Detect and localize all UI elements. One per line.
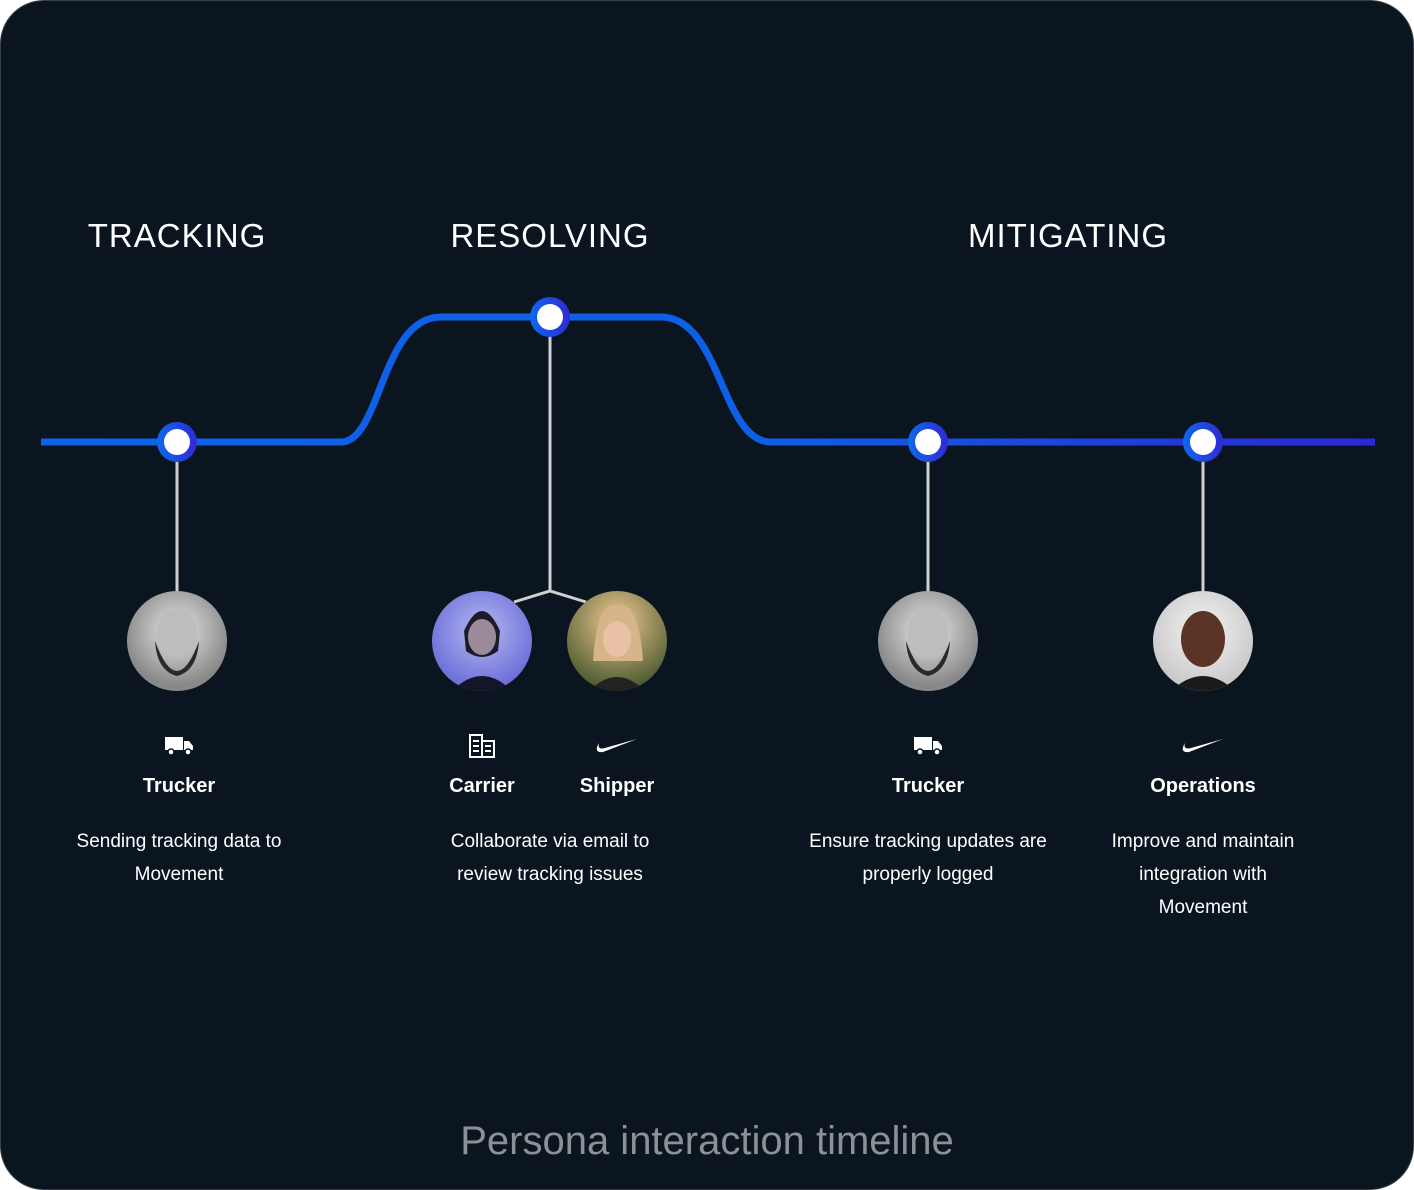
role-label: Trucker [142, 775, 216, 797]
swoosh-logo-icon [596, 739, 637, 753]
timeline-nodes [157, 297, 1223, 462]
node-mitigating-2 [1183, 422, 1223, 462]
role-label: Shipper [579, 775, 655, 797]
phase-title-resolving: RESOLVING [450, 217, 650, 254]
node-tracking [157, 422, 197, 462]
persona-description: Improve and maintain integration with Mo… [1111, 831, 1295, 918]
persona-description: Ensure tracking updates are properly log… [809, 831, 1047, 885]
swoosh-logo-icon [1182, 739, 1223, 753]
avatar-operations [1153, 591, 1253, 691]
truck-icon [914, 737, 942, 756]
truck-icon [165, 737, 193, 756]
avatar-carrier [432, 591, 532, 691]
connectors [175, 331, 1205, 604]
timeline-path [41, 313, 1375, 446]
persona-description: Collaborate via email to review tracking… [450, 831, 650, 885]
node-resolving [530, 297, 570, 337]
phase-title-tracking: TRACKING [87, 217, 267, 254]
avatar-shipper [567, 591, 667, 691]
role-label: Trucker [891, 775, 965, 797]
avatar-trucker-2 [878, 591, 978, 691]
building-icon [469, 734, 495, 758]
persona-description: Sending tracking data to Movement [76, 831, 282, 885]
role-label: Operations [1150, 775, 1256, 797]
role-label: Carrier [449, 775, 515, 797]
caption: Persona interaction timeline [460, 1119, 954, 1163]
phase-title-mitigating: MITIGATING [967, 217, 1169, 254]
node-mitigating-1 [908, 422, 948, 462]
avatar-trucker [127, 591, 227, 691]
